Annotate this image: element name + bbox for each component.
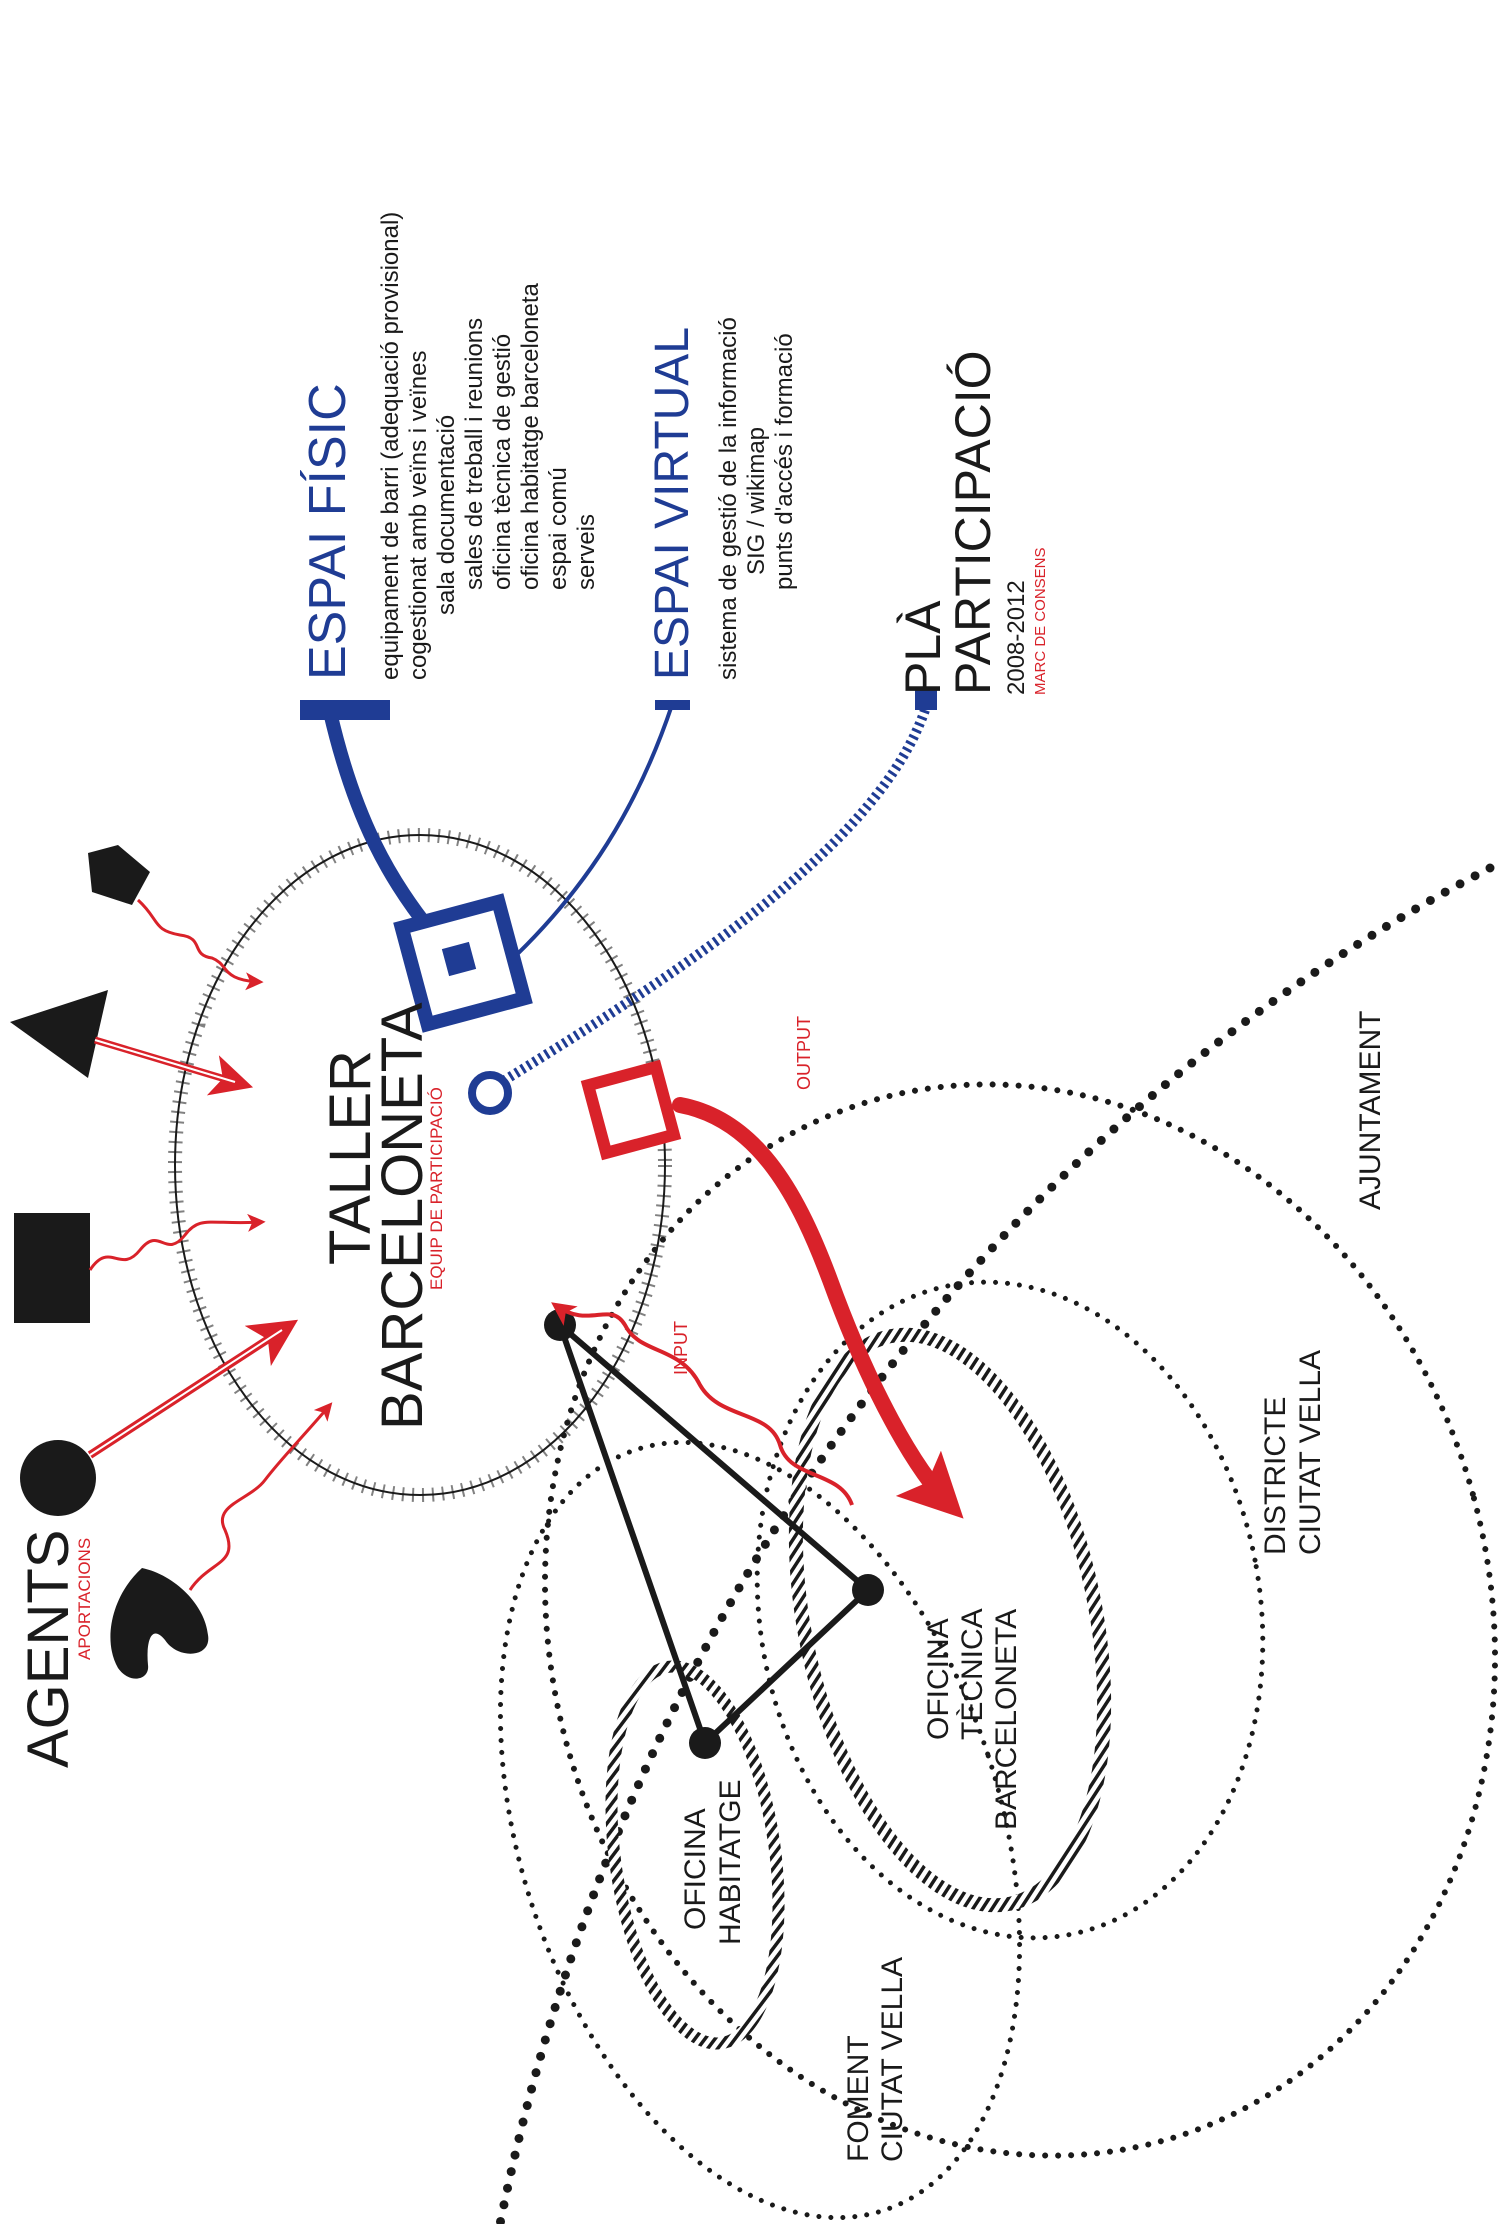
triangle-node-oficina-habitatge bbox=[689, 1727, 721, 1759]
espai-fisic-title: ESPAI FÍSIC bbox=[299, 383, 357, 680]
agent-arrow-circle-inner bbox=[89, 1329, 283, 1456]
oficina-tecnica-line3: BARCELONETA bbox=[990, 1609, 1023, 1830]
espai-fisic-connector bbox=[323, 705, 437, 937]
triangle-node-oficina-tecnica bbox=[852, 1574, 884, 1606]
oficina-tecnica-line1: OFICINA bbox=[922, 1618, 955, 1740]
espai-fisic-list: equipament de barri (adequació provision… bbox=[377, 212, 600, 680]
taller-subtitle: EQUIP DE PARTICIPACIÓ bbox=[427, 1087, 446, 1290]
agent-arrow-triangle-inner bbox=[94, 1039, 236, 1083]
agent-arrow-rectangle bbox=[88, 1213, 266, 1271]
rectangle-icon bbox=[14, 1213, 90, 1323]
input-arrow bbox=[551, 1302, 854, 1506]
agent-arrow-pentagon bbox=[136, 898, 264, 991]
espai-fisic-item: cogestionat amb veïns i veïnes bbox=[405, 350, 432, 680]
pla-line1: PLÀ bbox=[895, 600, 951, 695]
espai-fisic-item: sala documentació bbox=[433, 415, 460, 615]
office-triangle bbox=[557, 1322, 871, 1746]
districte-dotted-circle bbox=[541, 1081, 1499, 2159]
agents-subtitle: APORTACIONS bbox=[75, 1538, 94, 1660]
districte-line2: CIUTAT VELLA bbox=[1294, 1350, 1327, 1555]
oficina-habitatge-hatched-ring bbox=[605, 1660, 785, 2050]
taller-line1: TALLER bbox=[318, 1050, 383, 1265]
espai-fisic-cap bbox=[300, 700, 390, 720]
espai-virtual-list: sistema de gestió de la informació SIG /… bbox=[715, 317, 798, 680]
espai-fisic-item: espai comú bbox=[545, 467, 572, 590]
espai-fisic-item: oficina tècnica de gestió bbox=[489, 334, 516, 590]
output-arrow bbox=[672, 1097, 964, 1519]
blob-icon bbox=[110, 1568, 209, 1679]
espai-fisic-item: sales de treball i reunions bbox=[461, 318, 488, 590]
oficina-habitatge-line2: HABITATGE bbox=[714, 1779, 747, 1945]
oficina-tecnica-dotted-circle bbox=[754, 1279, 1266, 1941]
circle-node-icon bbox=[468, 1071, 512, 1115]
foment-dotted-circle bbox=[497, 1439, 1023, 2221]
espai-virtual-connector bbox=[493, 703, 674, 977]
circle-icon bbox=[20, 1440, 96, 1516]
pla-years: 2008-2012 bbox=[1003, 580, 1030, 695]
pla-cap bbox=[915, 690, 937, 710]
districte-line1: DISTRICTE bbox=[1259, 1397, 1292, 1555]
foment-line2: CIUTAT VELLA bbox=[876, 1957, 909, 2162]
espai-virtual-title: ESPAI VIRTUAL bbox=[646, 327, 699, 680]
oficina-habitatge-line1: OFICINA bbox=[679, 1808, 712, 1930]
pla-subtitle: MARC DE CONSENS bbox=[1032, 547, 1049, 695]
espai-virtual-cap bbox=[655, 700, 690, 710]
espai-virtual-item: sistema de gestió de la informació bbox=[715, 317, 742, 680]
output-label: OUTPUT bbox=[794, 1016, 814, 1090]
oficina-tecnica-line2: TÈCNICA bbox=[956, 1608, 989, 1740]
pla-connector bbox=[502, 708, 930, 1085]
espai-fisic-item: equipament de barri (adequació provision… bbox=[377, 212, 404, 680]
pentagon-icon bbox=[88, 845, 150, 905]
ajuntament-label: AJUNTAMENT bbox=[1354, 1011, 1387, 1210]
pla-line2: PARTICIPACIÓ bbox=[945, 350, 1001, 695]
triangle-icon bbox=[10, 990, 108, 1078]
red-square-icon bbox=[580, 1059, 682, 1161]
agent-arrow-blob bbox=[188, 1402, 333, 1591]
taller-boundary-zigzag bbox=[168, 828, 672, 1502]
espai-fisic-item: serveis bbox=[573, 514, 600, 590]
input-label: INPUT bbox=[671, 1321, 691, 1375]
taller-line2: BARCELONETA bbox=[370, 1002, 435, 1430]
agents-title: AGENTS bbox=[16, 1530, 81, 1769]
espai-virtual-item: SIG / wikimap bbox=[743, 427, 770, 575]
espai-fisic-item: oficina habitatge barceloneta bbox=[517, 282, 544, 590]
foment-line1: FOMENT bbox=[842, 2035, 875, 2162]
small-square-icon bbox=[441, 941, 477, 977]
espai-virtual-item: punts d'accés i formació bbox=[771, 333, 798, 590]
